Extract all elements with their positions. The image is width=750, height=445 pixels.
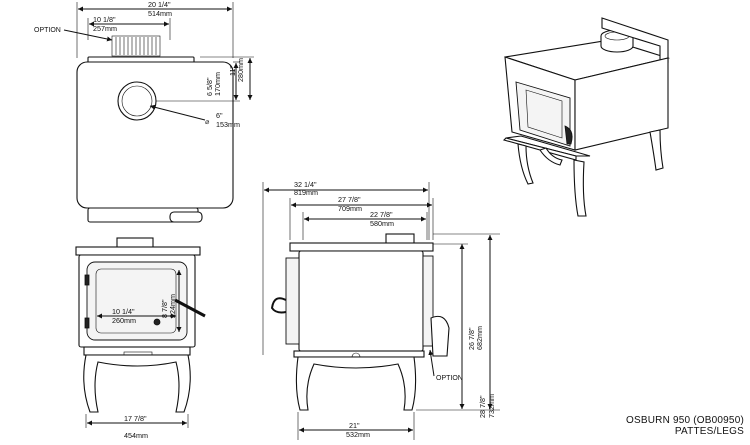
height-total-mm: 732mm <box>487 394 496 418</box>
height-flue-mm: 682mm <box>475 326 484 350</box>
side-top-in: 22 7/8" <box>370 210 393 219</box>
model-name: OSBURN 950 (OB00950) <box>626 415 744 426</box>
flue-offset-in: 6 5/8" <box>205 77 214 96</box>
flue-dia-mm: 153mm <box>216 120 240 129</box>
option-width-in: 10 1/8" <box>93 15 116 24</box>
option-label-top: OPTION <box>34 27 61 34</box>
front-base-in: 17 7/8" <box>124 414 147 423</box>
top-view: 20 1/4" 514mm 10 1/8" 257mm OPTION <box>34 0 254 223</box>
top-width-in: 20 1/4" <box>148 0 171 9</box>
option-label-side: OPTION <box>436 375 463 382</box>
side-view: 32 1/4" 819mm 27 7/8" 709mm 22 7/8" 580m… <box>262 180 500 440</box>
side-overall-in: 32 1/4" <box>294 180 317 189</box>
side-legs-in: 21" <box>349 421 360 430</box>
isometric-view <box>502 17 671 217</box>
depth-in: 11" <box>228 66 237 76</box>
height-total-in: 28 7/8" <box>478 395 487 418</box>
front-base-mm: 454mm <box>124 431 148 440</box>
side-legs-mm: 532mm <box>346 430 370 439</box>
door-height-mm: 224mm <box>168 294 177 318</box>
option-width-mm: 257mm <box>93 24 117 33</box>
flue-offset-mm: 170mm <box>213 72 222 96</box>
model-subtitle: PATTES/LEGS <box>674 426 744 437</box>
side-body-in: 27 7/8" <box>338 195 361 204</box>
front-view: 8 7/8" 224mm 10 1/4" 260mm 17 7/8" 454mm <box>75 237 206 440</box>
door-height-in: 8 7/8" <box>160 299 169 318</box>
height-flue-in: 26 7/8" <box>467 327 476 350</box>
top-width-mm: 514mm <box>148 9 172 18</box>
door-width-mm: 260mm <box>112 316 136 325</box>
flue-collar-top <box>117 81 157 121</box>
iso-door <box>515 81 571 147</box>
door-width-in: 10 1/4" <box>112 307 135 316</box>
side-body <box>298 250 424 352</box>
diameter-icon: ⌀ <box>205 117 210 126</box>
depth-mm: 280mm <box>236 58 245 82</box>
side-body-mm: 709mm <box>338 204 362 213</box>
model-title: OSBURN 950 (OB00950) PATTES/LEGS <box>626 415 744 437</box>
side-overall-mm: 819mm <box>294 188 318 197</box>
flue-dia-in: 6" <box>216 111 223 120</box>
front-door <box>86 261 188 341</box>
side-top-mm: 580mm <box>370 219 394 228</box>
